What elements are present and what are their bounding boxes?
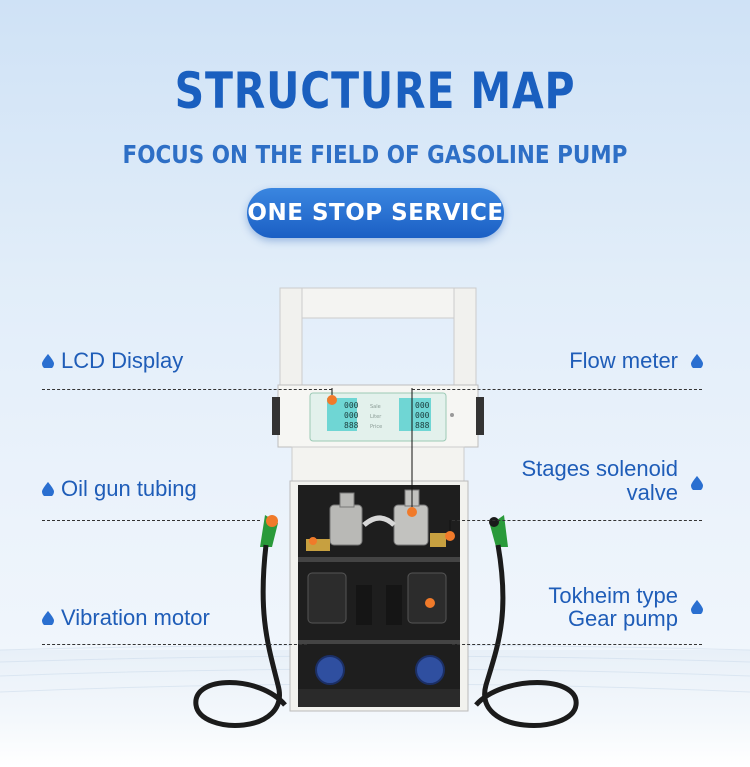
callout-line-1-left <box>42 389 332 390</box>
pump-left-pillar <box>279 287 303 394</box>
motor-left <box>307 572 347 624</box>
lcd-right-row-1: 000 <box>415 401 430 410</box>
gasoline-pump-illustration: 000 000 888 000 000 888 Sale Liter Price <box>193 287 579 728</box>
pump-base <box>298 689 460 707</box>
filter-left <box>356 585 372 625</box>
droplet-icon <box>42 354 54 368</box>
droplet-icon <box>691 600 703 614</box>
motor-right <box>407 572 447 624</box>
pump-canopy <box>279 287 477 319</box>
flow-meter-assembly-left <box>329 492 363 546</box>
callout-markers <box>309 395 455 608</box>
nozzle-left <box>260 515 278 547</box>
callout-line-2-right <box>452 520 702 521</box>
callout-line-3-right <box>452 644 702 645</box>
lcd-caption-price: Price <box>370 424 382 430</box>
upper-shelf <box>298 557 460 562</box>
side-tab-right <box>476 397 484 435</box>
gear-pump-right <box>415 655 445 685</box>
callout-line-1-right <box>412 389 702 390</box>
lcd-right <box>399 398 431 431</box>
display-screw <box>450 413 454 417</box>
lcd-right-row-3: 888 <box>415 421 430 430</box>
callout-line-3-left <box>42 644 307 645</box>
page-title: STRUCTURE MAP <box>174 62 576 120</box>
label-tokheim-line2: Gear pump <box>567 606 678 631</box>
interconnect-pipe <box>362 515 396 527</box>
label-oil-gun-tubing: Oil gun tubing <box>61 476 197 501</box>
label-tokheim-line1: Tokheim type <box>548 583 678 608</box>
droplet-icon <box>42 482 54 496</box>
label-stages-solenoid-line1: Stages solenoid <box>521 456 678 481</box>
hose-left <box>193 544 287 728</box>
lcd-caption-liter: Liter <box>370 414 382 420</box>
label-lcd-display: LCD Display <box>61 348 184 373</box>
middle-shelf <box>298 640 460 644</box>
lcd-left-row-3: 888 <box>344 421 359 430</box>
side-tab-left <box>272 397 280 435</box>
pump-body-neck <box>291 446 465 484</box>
page-subtitle: FOCUS ON THE FIELD OF GASOLINE PUMP <box>122 140 628 169</box>
droplet-icon <box>691 354 703 368</box>
lcd-left-row-2: 000 <box>344 411 359 420</box>
label-stages-solenoid-line2: valve <box>626 480 678 505</box>
droplet-icon <box>691 476 703 490</box>
one-stop-service-badge: ONE STOP SERVICE <box>247 188 504 238</box>
hose-right <box>474 544 579 728</box>
nozzle-right <box>489 515 508 547</box>
callout-line-2-left <box>42 520 260 521</box>
brass-fitting-right <box>430 533 446 547</box>
label-flow-meter: Flow meter <box>569 348 678 373</box>
lcd-left-row-1: 000 <box>344 401 359 410</box>
lcd-right-row-2: 000 <box>415 411 430 420</box>
gear-pump-left <box>315 655 345 685</box>
lcd-caption-sale: Sale <box>370 404 381 410</box>
droplet-icon <box>42 611 54 625</box>
filter-right <box>386 585 402 625</box>
label-vibration-motor: Vibration motor <box>61 605 210 630</box>
pump-right-pillar <box>453 287 477 394</box>
